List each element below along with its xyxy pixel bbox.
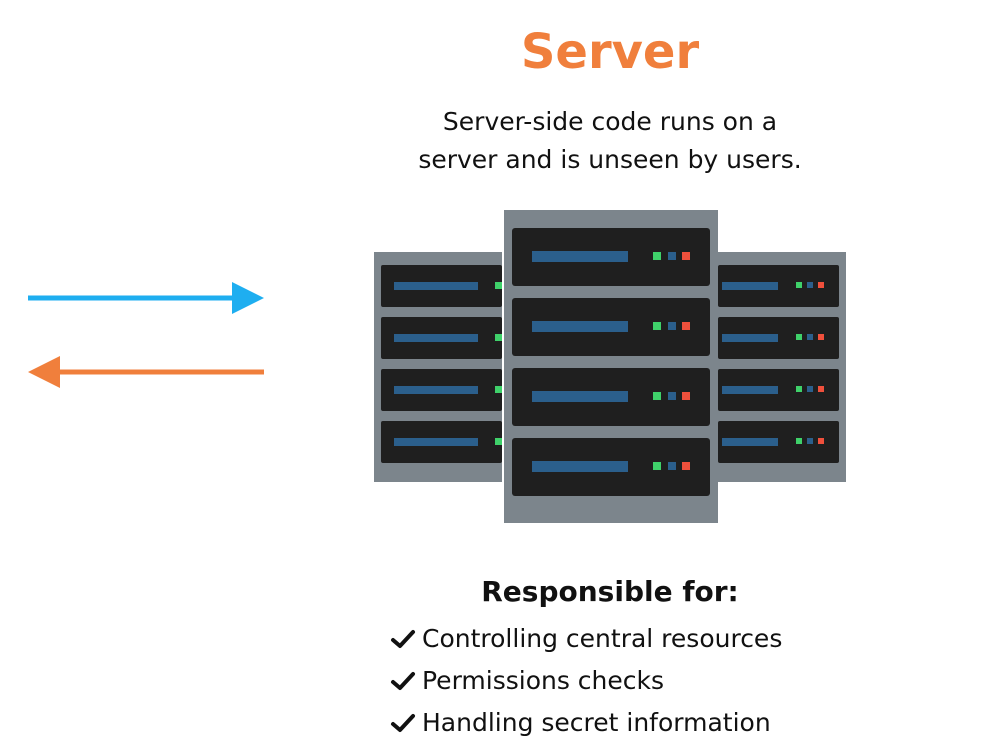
list-item-text: Permissions checks (422, 666, 665, 695)
server-description: Server-side code runs on a server and is… (360, 103, 860, 179)
page-title: Server (520, 24, 700, 80)
server-description-line-2: server and is unseen by users. (418, 145, 802, 174)
check-icon (391, 672, 415, 690)
server-rack-right (718, 252, 846, 482)
server-rack-icon (374, 210, 846, 523)
responsibilities-list: Controlling central resources Permission… (390, 618, 782, 744)
responsibilities-heading: Responsible for: (481, 575, 739, 608)
list-item: Permissions checks (390, 660, 782, 702)
check-icon (391, 630, 415, 648)
list-item-text: Controlling central resources (422, 624, 783, 653)
list-item: Controlling central resources (390, 618, 782, 660)
server-rack-left (374, 252, 502, 482)
list-item-text: Handling secret information (422, 708, 771, 737)
arrow-left-icon (28, 356, 264, 388)
list-item: Handling secret information (390, 702, 782, 744)
check-icon (391, 714, 415, 732)
server-rack-center (504, 210, 718, 523)
arrow-right-icon (28, 282, 264, 314)
server-description-line-1: Server-side code runs on a (442, 107, 778, 136)
